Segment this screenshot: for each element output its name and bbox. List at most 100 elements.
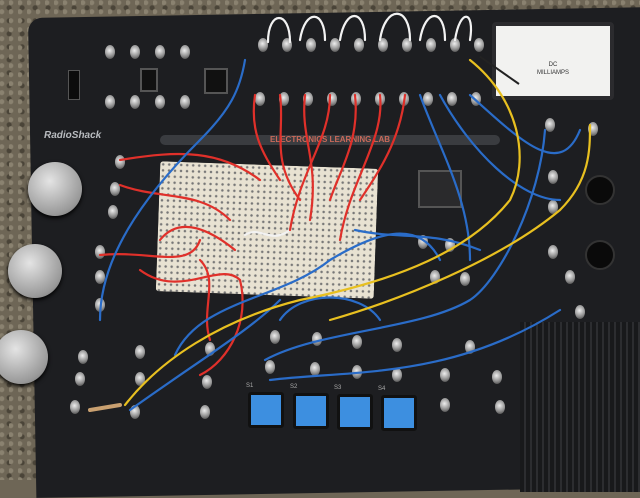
white-wire[interactable]: [266, 16, 292, 44]
spring-terminal[interactable]: [440, 368, 450, 382]
yellow-wire[interactable]: [328, 123, 592, 322]
spring-terminal[interactable]: [95, 270, 105, 284]
blue-wire[interactable]: [418, 93, 472, 262]
white-wire[interactable]: [378, 12, 412, 42]
spring-terminal[interactable]: [282, 38, 292, 52]
power-switch[interactable]: [68, 70, 80, 100]
spring-terminal[interactable]: [548, 170, 558, 184]
spring-terminal[interactable]: [447, 92, 457, 106]
spring-terminal[interactable]: [440, 398, 450, 412]
red-wire[interactable]: [278, 93, 302, 202]
red-wire[interactable]: [118, 183, 232, 222]
spring-terminal[interactable]: [430, 270, 440, 284]
red-wire[interactable]: [338, 93, 382, 242]
spring-terminal[interactable]: [105, 95, 115, 109]
spring-terminal[interactable]: [426, 38, 436, 52]
spring-terminal[interactable]: [354, 38, 364, 52]
spring-terminal[interactable]: [105, 45, 115, 59]
spring-terminal[interactable]: [78, 350, 88, 364]
spring-terminal[interactable]: [392, 368, 402, 382]
blue-wire[interactable]: [268, 308, 562, 382]
push-button-s2[interactable]: [293, 393, 329, 429]
blue-wire[interactable]: [353, 228, 482, 252]
spring-terminal[interactable]: [303, 92, 313, 106]
spring-terminal[interactable]: [75, 372, 85, 386]
spring-terminal[interactable]: [423, 92, 433, 106]
spring-terminal[interactable]: [352, 335, 362, 349]
spring-terminal[interactable]: [588, 122, 598, 136]
red-wire[interactable]: [198, 258, 212, 342]
spring-terminal[interactable]: [445, 238, 455, 252]
red-wire[interactable]: [328, 93, 357, 202]
yellow-wire[interactable]: [123, 58, 521, 407]
spring-terminal[interactable]: [135, 345, 145, 359]
push-button-s3[interactable]: [337, 394, 373, 430]
spring-terminal[interactable]: [575, 305, 585, 319]
spring-terminal[interactable]: [306, 38, 316, 52]
spring-terminal[interactable]: [492, 370, 502, 384]
spring-terminal[interactable]: [202, 375, 212, 389]
spring-terminal[interactable]: [279, 92, 289, 106]
blue-wire[interactable]: [128, 298, 282, 412]
spring-terminal[interactable]: [155, 45, 165, 59]
white-wire[interactable]: [298, 15, 327, 42]
push-button-s4[interactable]: [381, 395, 417, 431]
spring-terminal[interactable]: [310, 362, 320, 376]
spring-terminal[interactable]: [548, 245, 558, 259]
potentiometer-knob-1[interactable]: [28, 162, 82, 216]
spring-terminal[interactable]: [255, 92, 265, 106]
white-wire[interactable]: [338, 14, 367, 42]
red-wire[interactable]: [252, 93, 282, 182]
spring-terminal[interactable]: [130, 95, 140, 109]
red-wire[interactable]: [158, 225, 237, 252]
spring-terminal[interactable]: [565, 270, 575, 284]
white-wire[interactable]: [243, 228, 292, 237]
spring-terminal[interactable]: [108, 205, 118, 219]
blue-wire[interactable]: [278, 296, 382, 322]
spring-terminal[interactable]: [130, 45, 140, 59]
spring-terminal[interactable]: [545, 118, 555, 132]
blue-wire[interactable]: [263, 128, 547, 362]
spring-terminal[interactable]: [392, 338, 402, 352]
spring-terminal[interactable]: [450, 38, 460, 52]
spring-terminal[interactable]: [327, 92, 337, 106]
spring-terminal[interactable]: [110, 182, 120, 196]
spring-terminal[interactable]: [548, 200, 558, 214]
spring-terminal[interactable]: [465, 340, 475, 354]
red-wire[interactable]: [288, 93, 332, 232]
white-wire[interactable]: [453, 15, 473, 42]
spring-terminal[interactable]: [135, 372, 145, 386]
red-wire[interactable]: [118, 152, 262, 182]
spring-terminal[interactable]: [312, 332, 322, 346]
spring-terminal[interactable]: [200, 405, 210, 419]
spring-terminal[interactable]: [95, 245, 105, 259]
spring-terminal[interactable]: [258, 38, 268, 52]
spring-terminal[interactable]: [70, 400, 80, 414]
spring-terminal[interactable]: [474, 38, 484, 52]
spring-terminal[interactable]: [378, 38, 388, 52]
potentiometer-knob-3[interactable]: [0, 330, 48, 384]
red-wire[interactable]: [303, 93, 314, 222]
spring-terminal[interactable]: [330, 38, 340, 52]
spring-terminal[interactable]: [155, 95, 165, 109]
push-button-s1[interactable]: [248, 392, 284, 428]
blue-wire[interactable]: [438, 93, 562, 202]
spring-terminal[interactable]: [402, 38, 412, 52]
spring-terminal[interactable]: [495, 400, 505, 414]
blue-wire[interactable]: [98, 58, 247, 322]
white-wire[interactable]: [418, 14, 447, 42]
blue-wire[interactable]: [468, 93, 582, 155]
spring-terminal[interactable]: [180, 95, 190, 109]
red-wire[interactable]: [138, 268, 242, 283]
spring-terminal[interactable]: [460, 272, 470, 286]
spring-terminal[interactable]: [115, 155, 125, 169]
red-wire[interactable]: [358, 93, 407, 202]
spring-terminal[interactable]: [265, 360, 275, 374]
spring-terminal[interactable]: [130, 405, 140, 419]
spring-terminal[interactable]: [205, 342, 215, 356]
spring-terminal[interactable]: [180, 45, 190, 59]
spring-terminal[interactable]: [418, 235, 428, 249]
spring-terminal[interactable]: [270, 330, 280, 344]
blue-wire[interactable]: [173, 232, 442, 357]
potentiometer-knob-2[interactable]: [8, 244, 62, 298]
